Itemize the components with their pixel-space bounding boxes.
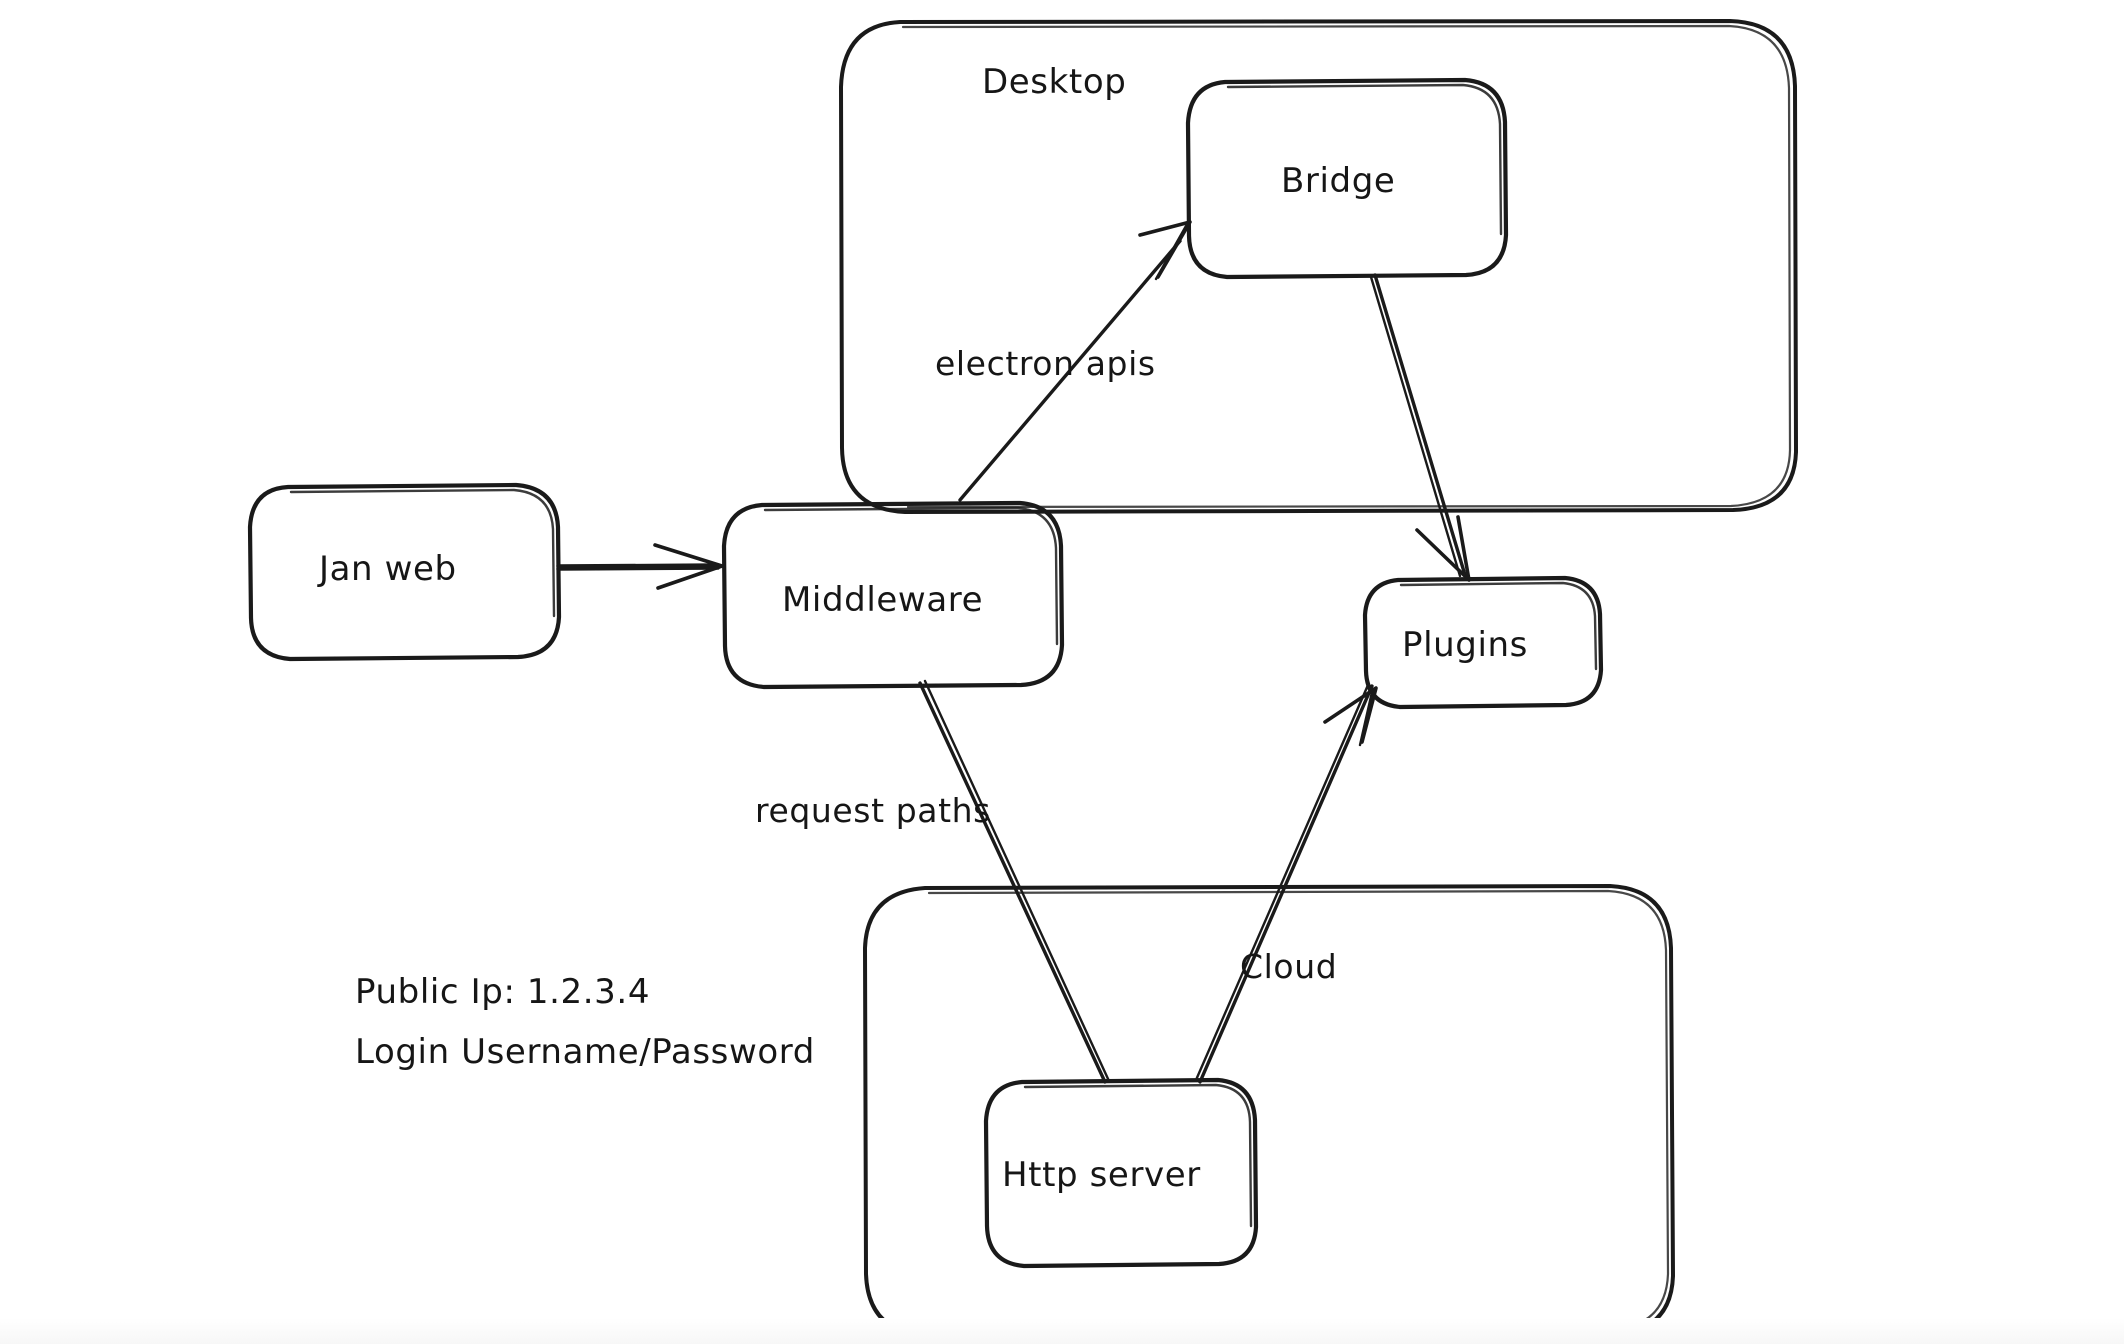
node-middleware[interactable]: Middleware (721, 500, 1065, 690)
notes-block: Public Ip: 1.2.3.4 Login Username/Passwo… (355, 972, 815, 1072)
edge-middleware-bridge-line (958, 239, 1182, 502)
edge-middleware-bridge-arrowhead-2 (1154, 224, 1188, 281)
edge-janweb-middleware-line-sketch (556, 566, 720, 571)
edge-janweb-middleware-line (556, 563, 720, 568)
jan-web-box (247, 482, 562, 662)
edge-middleware-httpserver-line-sketch (923, 679, 1111, 1083)
edge-middleware-to-bridge: electron apis (935, 220, 1192, 502)
plugins-box (1362, 575, 1604, 710)
edge-middleware-to-httpserver: request paths (755, 679, 1111, 1084)
jan-web-label: Jan web (317, 549, 457, 589)
note-public-ip: Public Ip: 1.2.3.4 (355, 972, 650, 1012)
edge-httpserver-to-plugins: Cloud (1194, 683, 1378, 1084)
edge-bridge-plugins-line-sketch (1369, 275, 1462, 578)
edge-janweb-middleware-arrowhead (653, 543, 724, 590)
plugins-box-sketch (1399, 581, 1598, 671)
middleware-label: Middleware (782, 580, 983, 620)
plugins-label: Plugins (1402, 625, 1528, 665)
middleware-box (721, 500, 1065, 690)
edge-janweb-to-middleware (556, 543, 724, 590)
desktop-group-border (839, 19, 1798, 514)
bridge-label: Bridge (1281, 161, 1395, 201)
desktop-group-label: Desktop (982, 62, 1126, 102)
jan-web-box-sketch (289, 488, 556, 618)
edge-bridge-to-plugins (1369, 273, 1471, 582)
bridge-box (1185, 77, 1509, 280)
edge-bridge-plugins-line (1373, 273, 1467, 577)
bridge-box-sketch (1226, 83, 1503, 236)
edge-middleware-httpserver-line (918, 681, 1107, 1084)
edge-bridge-plugins-arrowhead (1415, 515, 1471, 582)
edge-label-cloud: Cloud (1240, 947, 1337, 986)
node-bridge[interactable]: Bridge (1185, 77, 1509, 280)
node-http-server[interactable]: Http server (983, 1077, 1259, 1269)
node-plugins[interactable]: Plugins (1362, 575, 1604, 710)
http-server-label: Http server (1002, 1155, 1201, 1195)
edge-httpserver-plugins-line-sketch (1194, 683, 1370, 1082)
desktop-group-border-sketch (901, 24, 1792, 509)
edge-httpserver-plugins-arrowhead (1323, 686, 1378, 744)
node-jan-web[interactable]: Jan web (247, 482, 562, 662)
note-login: Login Username/Password (355, 1032, 815, 1072)
edge-httpserver-plugins-arrowhead-2 (1358, 690, 1374, 747)
bottom-edge-band (0, 1318, 2124, 1344)
middleware-box-sketch (763, 506, 1059, 646)
group-desktop[interactable]: Desktop (839, 19, 1798, 514)
edge-httpserver-plugins-line (1198, 684, 1374, 1084)
edge-label-request-paths: request paths (755, 791, 991, 830)
http-server-box-sketch (1023, 1083, 1253, 1228)
http-server-box (983, 1077, 1259, 1269)
edge-label-electron-apis: electron apis (935, 344, 1156, 383)
